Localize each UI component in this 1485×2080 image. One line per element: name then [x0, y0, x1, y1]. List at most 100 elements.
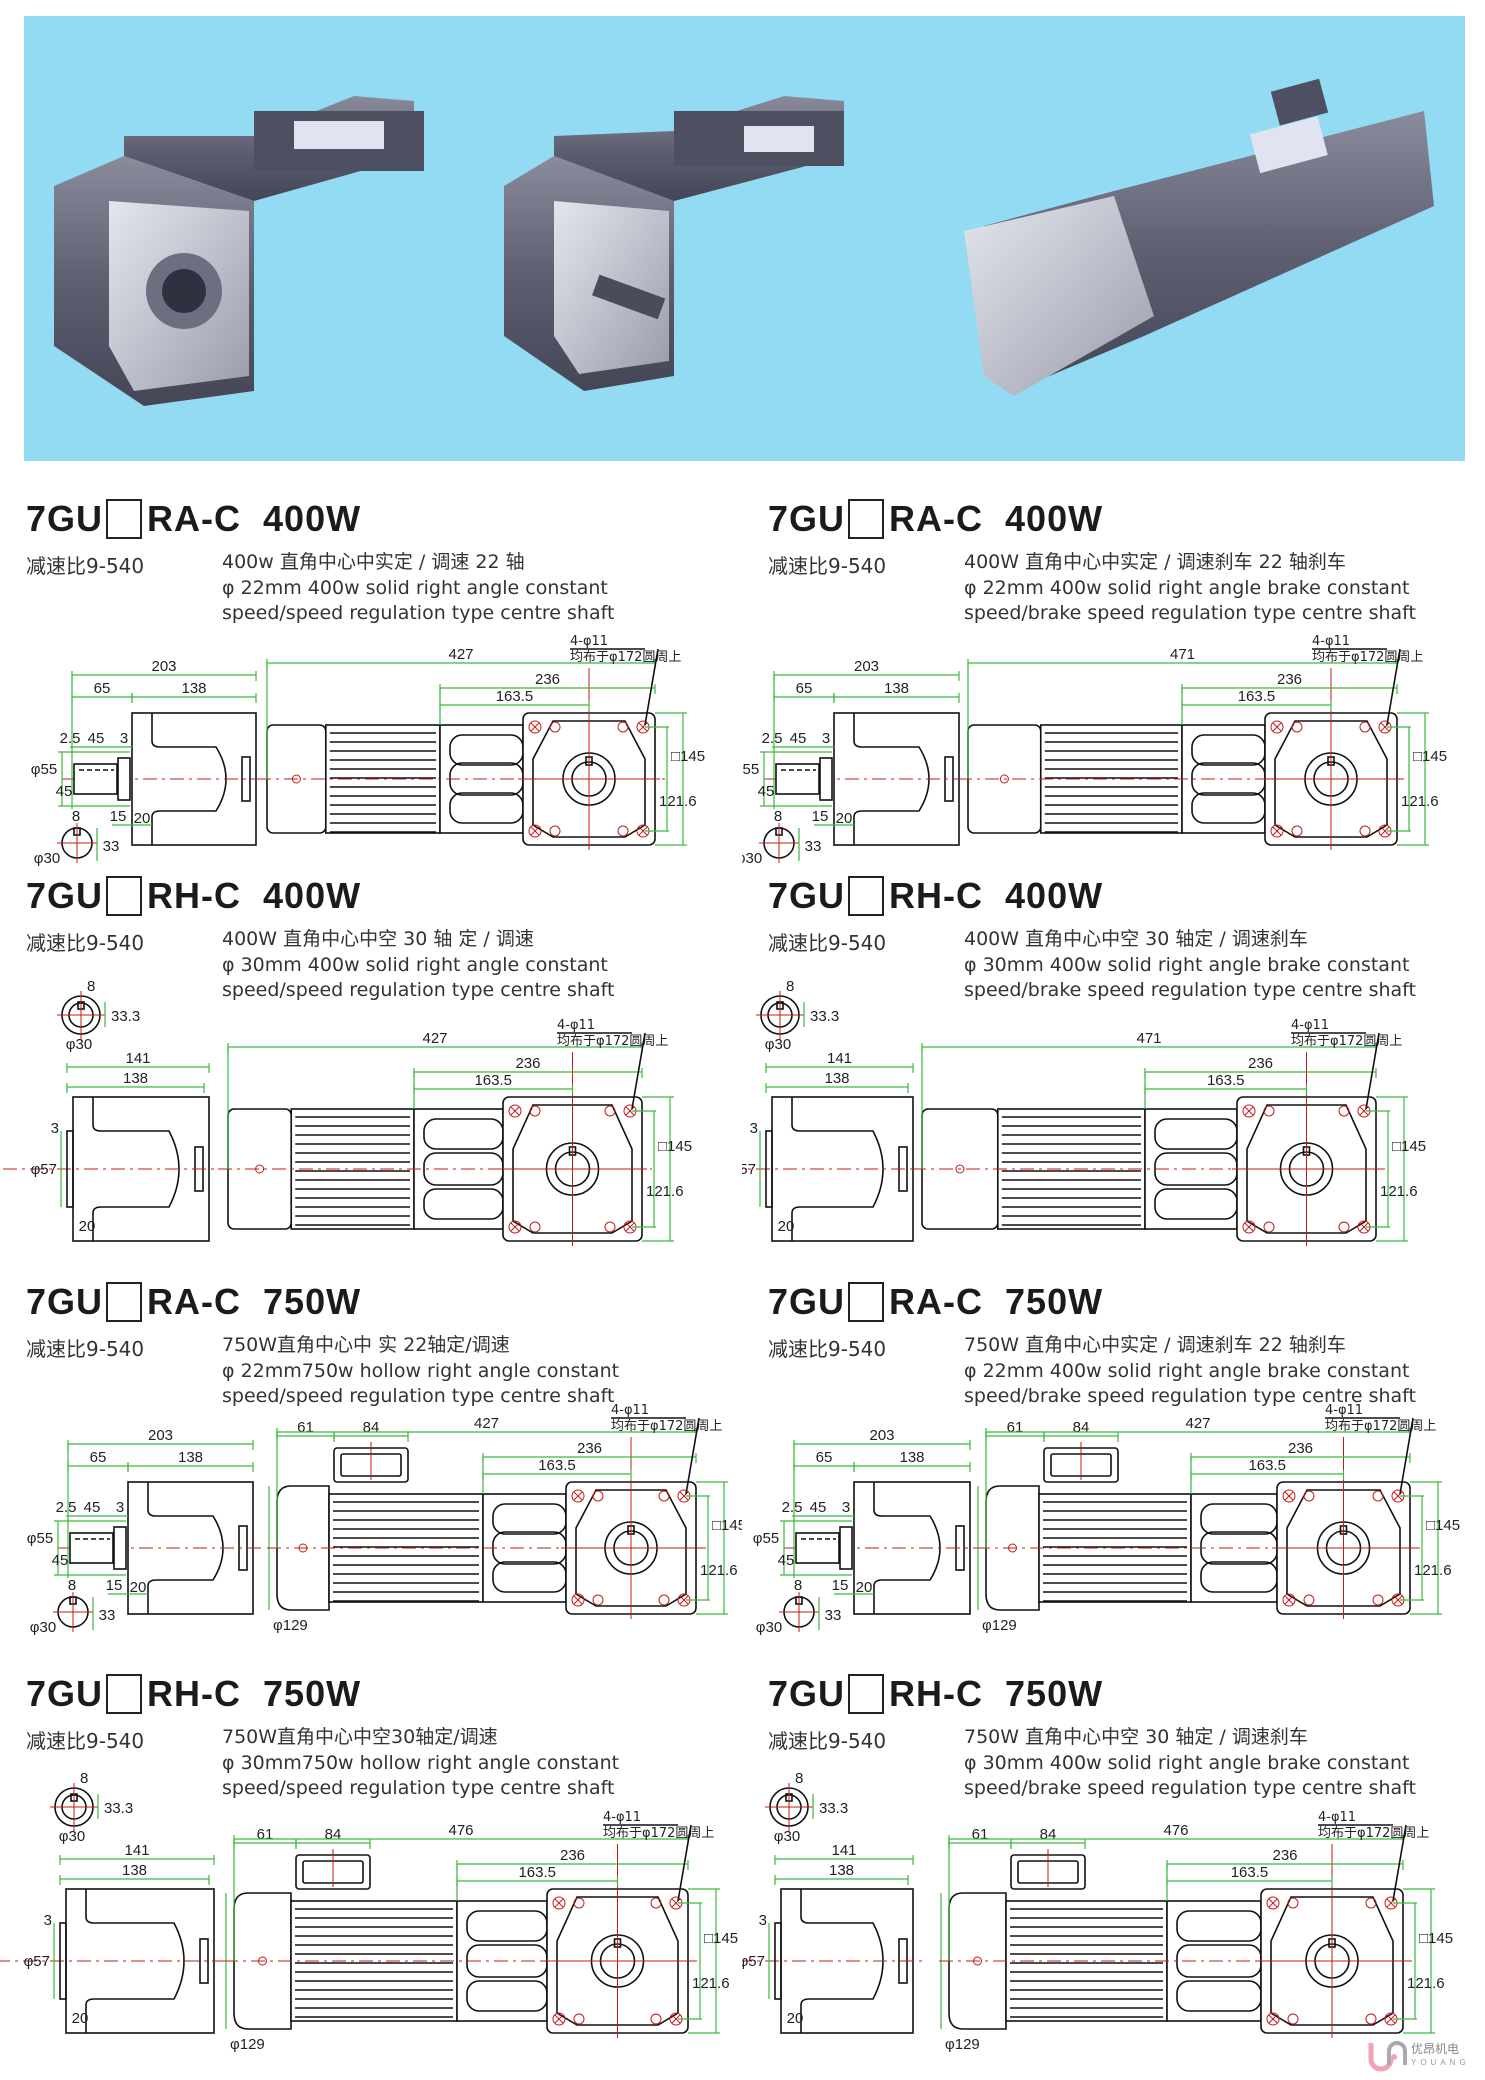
dimension-label-d121_6: 121.6 — [1401, 793, 1439, 810]
motor-rear-bolt — [999, 774, 1009, 784]
dimension-label-d2_5: 2.5 — [782, 1499, 803, 1516]
mount-hole-mark — [1284, 1595, 1294, 1605]
bolt-icon — [1365, 2013, 1377, 2025]
mount-hole-mark — [1244, 1106, 1254, 1116]
flange-outline — [512, 1104, 633, 1234]
leader-line — [1365, 1032, 1380, 1110]
dimension-drawing: 203651382.5453φ55458152033φ30471236163.5… — [742, 634, 1447, 867]
dimension-label-holes: 4-φ11 — [557, 1018, 595, 1033]
reduction-ratio: 减速比9-540 — [26, 554, 145, 578]
dimension-label-d236: 236 — [515, 1055, 540, 1072]
mount-hole-mark — [1284, 1491, 1294, 1501]
dimension-label-len: 476 — [448, 1822, 473, 1839]
dimension-label-sq145: □145 — [1413, 748, 1447, 765]
leader-line — [1399, 1417, 1414, 1495]
dimension-label-phi57: φ57 — [24, 1953, 50, 1970]
dimension-label-d65: 65 — [90, 1449, 107, 1466]
bolt-icon — [529, 1105, 541, 1117]
gearbox-boss — [241, 756, 251, 802]
dimension-label-d65: 65 — [94, 680, 111, 697]
bolt-icon — [1365, 1897, 1377, 1909]
bolt-icon — [1287, 2013, 1299, 2025]
dimension-label-phi30: φ30 — [742, 850, 762, 867]
dimension-label-phi55: φ55 — [31, 761, 57, 778]
model-code-box — [106, 1282, 143, 1322]
dimension-label-d141: 141 — [124, 1842, 149, 1859]
brake-motor-photo — [964, 78, 1434, 396]
model-prefix: 7GU — [768, 1281, 846, 1322]
description-line: φ 30mm 400w solid right angle brake cons… — [964, 1751, 1410, 1774]
dimension-label-d84: 84 — [325, 1826, 342, 1843]
dimension-label-holes_note: 均布于φ172圆周上 — [1291, 1034, 1402, 1049]
dimension-label-d8: 8 — [68, 1577, 76, 1594]
mount-hole-icon — [571, 1593, 585, 1607]
dimension-label-d138: 138 — [884, 680, 909, 697]
mount-hole-icon — [1282, 1489, 1296, 1503]
dimension-drawing: 833.3φ301411383φ5720471236163.54-φ11均布于φ… — [742, 978, 1426, 1246]
dimension-label-d20: 20 — [836, 810, 853, 827]
solid-shaft-motor-photo — [504, 96, 844, 391]
model-prefix: 7GU — [26, 1281, 104, 1322]
mount-hole-icon — [552, 1896, 566, 1910]
bolt-icon — [1263, 1105, 1275, 1117]
dimension-label-sq145: □145 — [704, 1930, 738, 1947]
reduction-ratio: 减速比9-540 — [768, 931, 887, 955]
dimension-label-holes: 4-φ11 — [611, 1403, 649, 1418]
dimension-label-d15: 15 — [106, 1577, 123, 1594]
dimension-label-len: 427 — [448, 646, 473, 663]
mount-hole-mark — [510, 1222, 520, 1232]
mount-hole-mark — [510, 1106, 520, 1116]
bolt-icon — [1372, 1594, 1384, 1606]
bolt-icon — [617, 825, 629, 837]
description-line: 750W直角中心中 实 22轴定/调速 — [222, 1334, 510, 1356]
dimension-label-d3: 3 — [120, 730, 128, 747]
dimension-label-d8: 8 — [80, 1770, 88, 1787]
model-power: 400W — [263, 498, 362, 539]
dimension-label-sq145: □145 — [712, 1517, 742, 1534]
dimension-label-d121_6: 121.6 — [692, 1975, 730, 1992]
dimension-label-d45a: 45 — [88, 730, 105, 747]
dimension-label-d121_6: 121.6 — [700, 1562, 738, 1579]
dimension-label-d45b: 45 — [52, 1552, 69, 1569]
bolt-icon — [1287, 1897, 1299, 1909]
mount-hole-mark — [679, 1595, 689, 1605]
mount-hole-icon — [528, 824, 542, 838]
bolt-icon — [1291, 825, 1303, 837]
dimension-label-d8: 8 — [72, 808, 80, 825]
description-line: φ 22mm 400w solid right angle brake cons… — [964, 576, 1410, 599]
dimension-label-len: 427 — [474, 1415, 499, 1432]
dimension-label-d163_5: 163.5 — [518, 1864, 556, 1881]
reduction-ratio: 减速比9-540 — [26, 1337, 145, 1361]
leader-line — [1386, 648, 1401, 726]
mount-hole-mark — [638, 826, 648, 836]
dimension-label-d3: 3 — [842, 1499, 850, 1516]
bolt-icon — [1303, 1490, 1315, 1502]
dimension-label-phi57: φ57 — [31, 1161, 57, 1178]
mount-hole-mark — [530, 722, 540, 732]
bolt-icon — [1359, 825, 1371, 837]
dimension-label-d141: 141 — [827, 1050, 852, 1067]
dimension-label-holes: 4-φ11 — [1318, 1810, 1356, 1825]
dimension-label-d8: 8 — [774, 808, 782, 825]
mount-hole-mark — [1268, 2014, 1278, 2024]
mount-hole-icon — [1266, 2012, 1280, 2026]
dimension-label-d163_5: 163.5 — [496, 688, 534, 705]
dimension-label-d163_5: 163.5 — [474, 1072, 512, 1089]
description-line: speed/speed regulation type centre shaft — [222, 602, 615, 624]
dimension-label-d163_5: 163.5 — [538, 1457, 576, 1474]
dimension-label-d3: 3 — [759, 1912, 767, 1929]
bolt-icon — [617, 721, 629, 733]
